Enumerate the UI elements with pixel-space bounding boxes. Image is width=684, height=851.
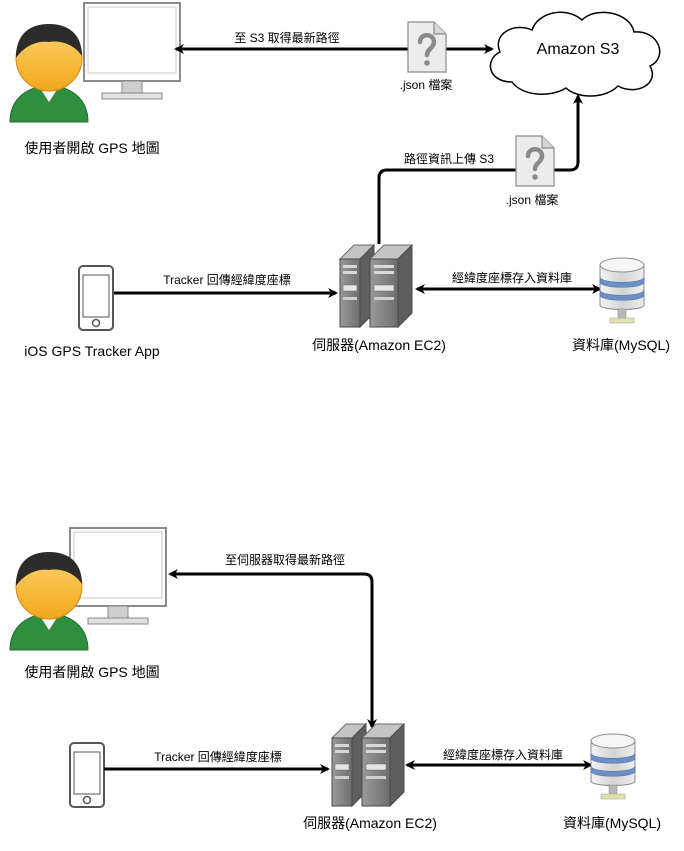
monitor-icon bbox=[69, 527, 167, 625]
user-s3-arrow-label: 至 S3 取得最新路徑 bbox=[234, 31, 340, 45]
phone-icon bbox=[69, 742, 105, 808]
server-user-arrow-label: 至伺服器取得最新路徑 bbox=[224, 553, 346, 567]
database-icon bbox=[599, 257, 645, 324]
user-label: 使用者開啟 GPS 地圖 bbox=[24, 140, 160, 156]
server-icon bbox=[339, 244, 413, 328]
server-icon bbox=[331, 723, 405, 807]
user-icon bbox=[9, 23, 89, 123]
database-icon bbox=[590, 733, 636, 800]
server-db-arrow-label: 經緯度座標存入資料庫 bbox=[451, 271, 573, 285]
user-label: 使用者開啟 GPS 地圖 bbox=[24, 664, 160, 680]
json-file-icon bbox=[408, 22, 446, 72]
server-label: 伺服器(Amazon EC2) bbox=[303, 815, 437, 831]
json-file-label: .json 檔案 bbox=[399, 78, 453, 92]
upload-arrow-label: 路徑資訊上傳 S3 bbox=[403, 152, 495, 166]
phone-icon bbox=[78, 265, 114, 331]
monitor-icon bbox=[83, 2, 181, 100]
json-file-icon bbox=[516, 136, 554, 186]
server-label: 伺服器(Amazon EC2) bbox=[312, 337, 446, 353]
phone-server-arrow-label: Tracker 回傳經緯度座標 bbox=[163, 273, 291, 287]
server-user-arrow bbox=[168, 569, 377, 729]
cloud-label: Amazon S3 bbox=[536, 41, 620, 58]
database-label: 資料庫(MySQL) bbox=[563, 815, 661, 831]
database-label: 資料庫(MySQL) bbox=[572, 337, 670, 353]
phone-label: iOS GPS Tracker App bbox=[24, 343, 160, 359]
upload-arrow bbox=[377, 94, 583, 244]
server-db-arrow-label: 經緯度座標存入資料庫 bbox=[442, 748, 564, 762]
phone-server-arrow-label: Tracker 回傳經緯度座標 bbox=[154, 750, 282, 764]
user-icon bbox=[9, 551, 89, 651]
json-file-label: .json 檔案 bbox=[505, 193, 559, 207]
